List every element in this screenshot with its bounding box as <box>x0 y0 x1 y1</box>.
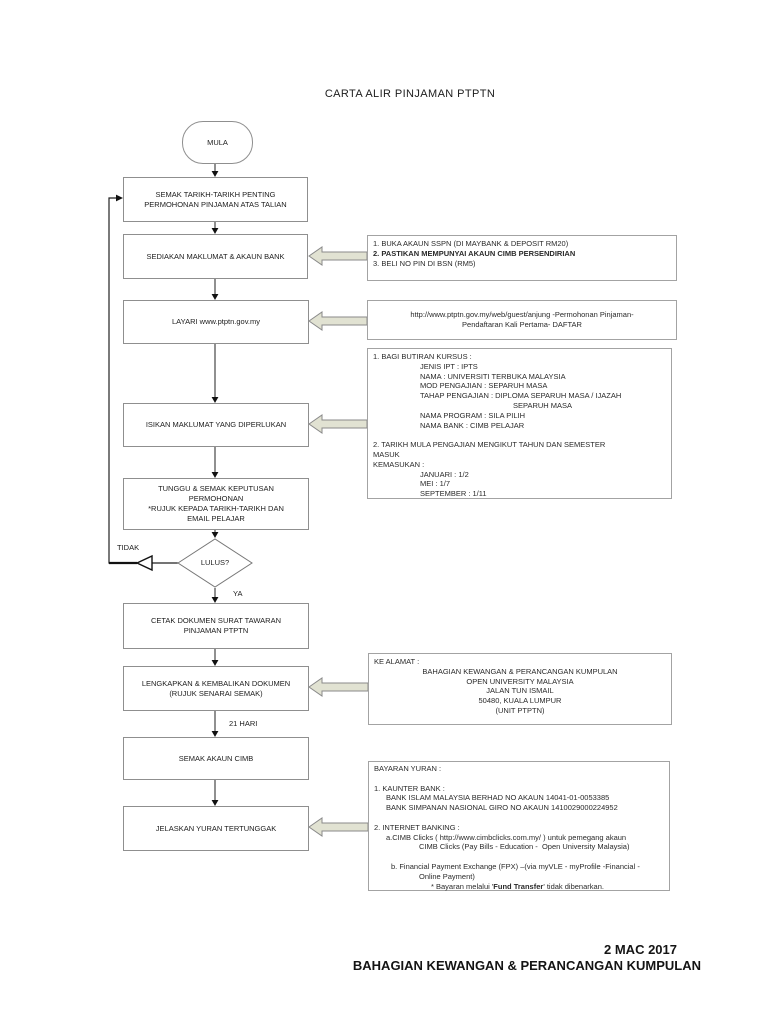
note-line <box>374 813 664 823</box>
box-line: SEDIAKAN MAKLUMAT & AKAUN BANK <box>146 251 285 261</box>
open-arrowhead-icon <box>135 554 153 572</box>
start-terminator: MULA <box>182 121 253 164</box>
block-arrow-icon <box>308 311 368 331</box>
note-course-details: 1. BAGI BUTIRAN KURSUS : JENIS IPT : IPT… <box>367 348 672 499</box>
box-lengkapkan-dokumen: LENGKAPKAN & KEMBALIKAN DOKUMEN (RUJUK S… <box>123 666 309 711</box>
note-line: 1. KAUNTER BANK : <box>374 783 445 793</box>
note-line: Pendaftaran Kali Pertama- DAFTAR <box>462 320 582 329</box>
box-layari-ptptn: LAYARI www.ptptn.gov.my <box>123 300 309 344</box>
note-line: 1. BUKA AKAUN SSPN (DI MAYBANK & DEPOSIT… <box>373 239 569 248</box>
note-address: KE ALAMAT : BAHAGIAN KEWANGAN & PERANCAN… <box>368 653 672 725</box>
note-line: http://www.ptptn.gov.my/web/guest/anjung… <box>410 310 634 320</box>
box-line: *RUJUK KEPADA TARIKH-TARIKH DAN <box>148 504 284 513</box>
note-line <box>374 774 664 784</box>
box-line: EMAIL PELAJAR <box>187 514 245 523</box>
note-line: KEMASUKAN : <box>373 459 425 469</box>
box-isikan-maklumat: ISIKAN MAKLUMAT YANG DIPERLUKAN <box>123 403 309 447</box>
box-cetak-dokumen: CETAK DOKUMEN SURAT TAWARAN PINJAMAN PTP… <box>123 603 309 649</box>
note-line: 2. INTERNET BANKING : <box>374 822 460 832</box>
arrowhead-icon <box>116 194 123 202</box>
note-line: Online Payment) <box>419 871 475 881</box>
note-line: 2. TARIKH MULA PENGAJIAN MENGIKUT TAHUN … <box>373 440 606 450</box>
label-ya: YA <box>233 589 243 598</box>
note-line: (UNIT PTPTN) <box>495 705 545 715</box>
note-line: MASUK <box>373 449 400 459</box>
start-label: MULA <box>207 137 228 147</box>
block-arrow-icon <box>308 817 369 837</box>
box-sediakan-maklumat: SEDIAKAN MAKLUMAT & AKAUN BANK <box>123 234 308 279</box>
box-line: LENGKAPKAN & KEMBALIKAN DOKUMEN <box>141 678 291 688</box>
note-line: BANK SIMPANAN NASIONAL GIRO NO AKAUN 141… <box>386 803 618 813</box>
note-heading: KE ALAMAT : <box>374 657 420 666</box>
box-line: SEMAK AKAUN CIMB <box>178 753 254 763</box>
note-line: MEI : 1/7 <box>420 479 451 489</box>
decision-lulus-label: LULUS? <box>200 558 230 567</box>
box-line: LAYARI www.ptptn.gov.my <box>172 317 260 326</box>
footer: 2 MAC 2017 BAHAGIAN KEWANGAN & PERANCANG… <box>353 942 701 974</box>
page-title: CARTA ALIR PINJAMAN PTPTN <box>324 88 496 100</box>
note-line: CIMB Clicks (Pay Bills - Education - Ope… <box>419 842 630 852</box>
box-line: TUNGGU & SEMAK KEPUTUSAN <box>158 484 274 493</box>
footer-date: 2 MAC 2017 <box>604 942 677 957</box>
note-line: * Bayaran melalui 'Fund Transfer' tidak … <box>374 882 664 892</box>
note-line: BAYARAN YURAN : <box>374 764 442 773</box>
box-tunggu-semak: TUNGGU & SEMAK KEPUTUSAN PERMOHONAN *RUJ… <box>123 478 309 530</box>
note-line: BANK ISLAM MALAYSIA BERHAD NO AKAUN 1404… <box>386 793 610 803</box>
note-payment: BAYARAN YURAN : 1. KAUNTER BANK : BANK I… <box>368 761 670 891</box>
note-line: a.CIMB Clicks ( http://www.cimbclicks.co… <box>386 832 627 842</box>
box-line: SEMAK TARIKH-TARIKH PENTING <box>155 189 276 199</box>
note-line: 2. PASTIKAN MEMPUNYAI AKAUN CIMB PERSEND… <box>373 248 576 258</box>
box-line: CETAK DOKUMEN SURAT TAWARAN <box>150 616 281 625</box>
note-line: NAMA BANK : CIMB PELAJAR <box>420 420 525 430</box>
label-21-hari: 21 HARI <box>229 719 258 728</box>
note-line: BAHAGIAN KEWANGAN & PERANCANGAN KUMPULAN <box>422 666 618 676</box>
note-line: b. Financial Payment Exchange (FPX) –(vi… <box>391 861 640 871</box>
note-portal-url: http://www.ptptn.gov.my/web/guest/anjung… <box>367 300 677 340</box>
block-arrows <box>308 246 369 837</box>
note-line: 50480, KUALA LUMPUR <box>478 696 562 706</box>
note-text: * Bayaran melalui ' <box>431 881 494 891</box>
box-line: PERMOHONAN PINJAMAN ATAS TALIAN <box>144 199 287 209</box>
note-bank-prep: 1. BUKA AKAUN SSPN (DI MAYBANK & DEPOSIT… <box>367 235 677 281</box>
label-tidak: TIDAK <box>117 543 140 552</box>
note-line: TAHAP PENGAJIAN : DIPLOMA SEPARUH MASA /… <box>420 391 622 401</box>
note-line: MOD PENGAJIAN : SEPARUH MASA <box>420 381 548 391</box>
box-semak-akaun-cimb: SEMAK AKAUN CIMB <box>123 737 309 780</box>
note-line: NAMA PROGRAM : SILA PILIH <box>420 410 526 420</box>
note-text: ' tidak dibenarkan. <box>543 881 604 891</box>
box-line: (RUJUK SENARAI SEMAK) <box>169 688 263 698</box>
box-line: JELASKAN YURAN TERTUNGGAK <box>155 823 277 833</box>
note-text-bold: Fund Transfer <box>493 881 544 891</box>
note-line: 1. BAGI BUTIRAN KURSUS : <box>373 352 472 361</box>
note-line: JANUARI : 1/2 <box>420 469 469 479</box>
note-line: JALAN TUN ISMAIL <box>486 686 554 696</box>
note-line: JENIS IPT : IPTS <box>420 361 478 371</box>
note-line <box>374 852 664 862</box>
box-line: ISIKAN MAKLUMAT YANG DIPERLUKAN <box>145 420 287 429</box>
note-line <box>373 430 666 440</box>
note-line: SEPTEMBER : 1/11 <box>420 489 487 499</box>
note-line: OPEN UNIVERSITY MALAYSIA <box>466 676 574 686</box>
box-semak-tarikh: SEMAK TARIKH-TARIKH PENTING PERMOHONAN P… <box>123 177 308 222</box>
note-line: SEPARUH MASA <box>513 400 573 410</box>
box-line: PINJAMAN PTPTN <box>183 626 249 635</box>
note-line: 3. BELI NO PIN DI BSN (RM5) <box>373 258 476 268</box>
box-line: PERMOHONAN <box>188 494 244 503</box>
footer-department: BAHAGIAN KEWANGAN & PERANCANGAN KUMPULAN <box>352 958 701 973</box>
box-jelaskan-yuran: JELASKAN YURAN TERTUNGGAK <box>123 806 309 851</box>
note-line: NAMA : UNIVERSITI TERBUKA MALAYSIA <box>420 371 566 381</box>
block-arrow-icon <box>308 246 368 266</box>
block-arrow-icon <box>308 414 368 434</box>
arrowhead-icon <box>211 532 219 538</box>
block-arrow-icon <box>308 677 369 697</box>
